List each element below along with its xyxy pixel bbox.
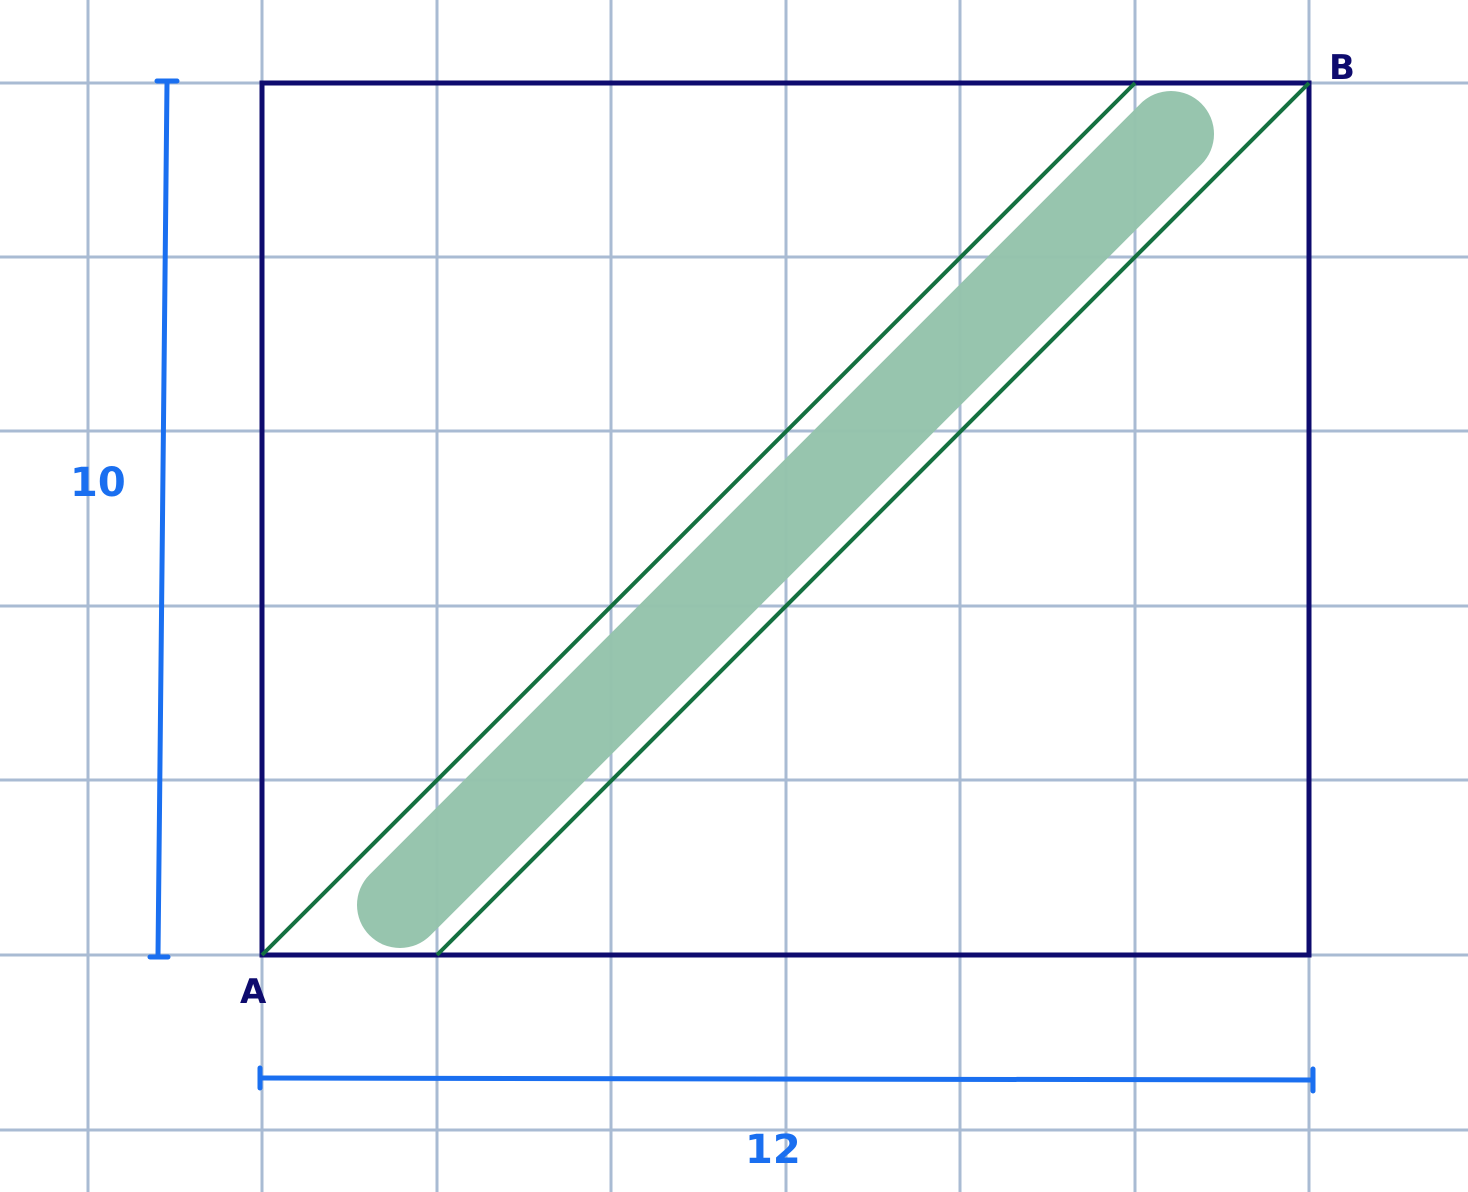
shaded-diagonal-stroke — [357, 91, 1214, 948]
height-dimension-line — [155, 80, 170, 958]
width-label: 12 — [745, 1127, 801, 1173]
corner-label-a: A — [240, 972, 267, 1012]
height-label: 10 — [70, 460, 126, 506]
height-dimension — [147, 78, 180, 960]
width-dimension-line — [257, 1075, 1315, 1083]
band-lower-line — [435, 81, 1311, 957]
corner-label-b: B — [1329, 48, 1355, 88]
band-upper-line — [260, 81, 1137, 957]
width-dimension — [257, 1065, 1316, 1094]
rectangle-outline — [259, 80, 1312, 958]
